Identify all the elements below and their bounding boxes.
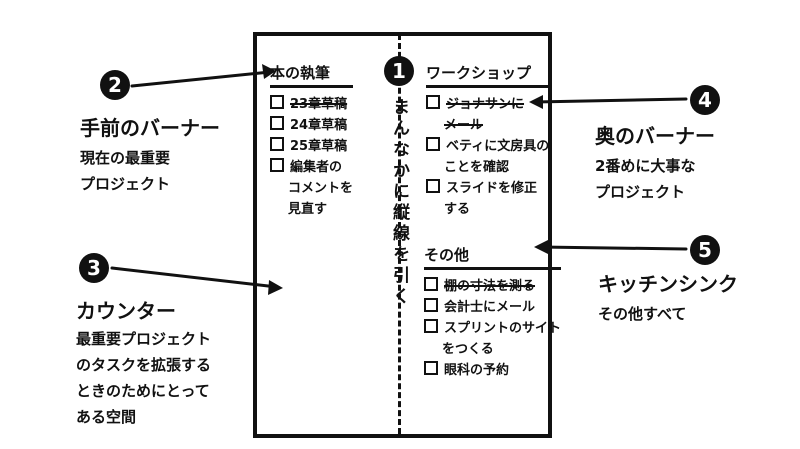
arrowhead-3 bbox=[268, 280, 283, 295]
callout-3-line: のタスクを拡張する bbox=[76, 356, 212, 374]
task-item-continuation: する bbox=[444, 202, 471, 217]
callout-3-title: カウンター bbox=[76, 299, 176, 323]
center-divider-line bbox=[398, 34, 401, 434]
callout-4-line: プロジェクト bbox=[595, 183, 686, 201]
callout-3: カウンター 最重要プロジェクト のタスクを拡張する ときのためにとって ある空間 bbox=[76, 295, 211, 430]
badge-5: 5 bbox=[690, 235, 720, 265]
arrow-5 bbox=[538, 245, 688, 251]
task-item-continuation: メール bbox=[444, 118, 484, 133]
divider-label: まんなかに縦線を引く bbox=[389, 98, 409, 308]
callout-4: 奥のバーナー 2番めに大事な プロジェクト bbox=[595, 120, 715, 205]
callout-2-line: プロジェクト bbox=[80, 175, 171, 193]
callout-4-title: 奥のバーナー bbox=[595, 124, 715, 148]
badge-2: 2 bbox=[100, 70, 130, 100]
arrow-3 bbox=[110, 266, 279, 289]
checkbox-icon bbox=[426, 137, 440, 151]
notebook-page bbox=[253, 32, 552, 438]
task-item: 編集者の bbox=[270, 157, 353, 178]
checkbox-icon bbox=[424, 361, 438, 375]
callout-5-line: その他すべて bbox=[598, 305, 687, 323]
checkbox-icon bbox=[270, 137, 284, 151]
checkbox-icon bbox=[426, 179, 440, 193]
task-item: ジョナサンに bbox=[426, 94, 549, 115]
task-item-continuation: ことを確認 bbox=[444, 160, 510, 175]
callout-3-line: ときのためにとって bbox=[76, 382, 210, 400]
left-column: 本の執筆 23章草稿 24章草稿 25章草稿 編集者の コメントを 見直す bbox=[270, 62, 354, 220]
callout-3-line: 最重要プロジェクト bbox=[76, 330, 212, 348]
checkbox-icon bbox=[424, 298, 438, 312]
arrowhead-5 bbox=[534, 240, 548, 254]
checkbox-icon bbox=[270, 116, 284, 130]
checkbox-checked-icon bbox=[424, 277, 438, 291]
task-item: スライドを修正 bbox=[426, 178, 549, 199]
task-item: 25章草稿 bbox=[270, 136, 353, 157]
checkbox-checked-icon bbox=[426, 95, 440, 109]
callout-2-title: 手前のバーナー bbox=[80, 116, 220, 140]
task-item: スプリントのサイト bbox=[424, 318, 561, 339]
badge-3: 3 bbox=[79, 253, 109, 283]
task-item-continuation: 見直す bbox=[288, 202, 328, 217]
callout-2-line: 現在の最重要 bbox=[80, 149, 171, 167]
checkbox-icon bbox=[424, 319, 438, 333]
checkbox-checked-icon bbox=[270, 95, 284, 109]
task-item: ベティに文房具の bbox=[426, 136, 549, 157]
task-item: 眼科の予約 bbox=[424, 360, 561, 381]
callout-5: キッチンシンク その他すべて bbox=[598, 268, 738, 327]
arrowhead-4 bbox=[529, 95, 543, 109]
right-bottom-column: その他 棚の寸法を測る 会計士にメール スプリントのサイト をつくる 眼科の予約 bbox=[424, 244, 562, 381]
badge-4: 4 bbox=[690, 85, 720, 115]
task-item: 24章草稿 bbox=[270, 115, 353, 136]
right-bottom-title: その他 bbox=[424, 244, 562, 270]
task-item: 棚の寸法を測る bbox=[424, 276, 561, 297]
arrowhead-2 bbox=[262, 64, 276, 79]
checkbox-icon bbox=[270, 158, 284, 172]
callout-4-line: 2番めに大事な bbox=[595, 157, 696, 175]
callout-5-title: キッチンシンク bbox=[598, 272, 738, 296]
arrow-2 bbox=[130, 70, 272, 88]
badge-1: 1 bbox=[384, 56, 414, 86]
right-top-column: ワークショップ ジョナサンに メール ベティに文房具の ことを確認 スライドを修… bbox=[426, 62, 550, 220]
task-item-continuation: をつくる bbox=[442, 342, 494, 357]
task-item: 23章草稿 bbox=[270, 94, 353, 115]
left-column-title: 本の執筆 bbox=[270, 62, 354, 88]
arrow-4 bbox=[533, 97, 688, 104]
right-top-title: ワークショップ bbox=[426, 62, 550, 88]
task-item-continuation: コメントを bbox=[288, 181, 354, 196]
callout-2: 手前のバーナー 現在の最重要 プロジェクト bbox=[80, 112, 220, 197]
task-item: 会計士にメール bbox=[424, 297, 561, 318]
callout-3-line: ある空間 bbox=[76, 408, 137, 426]
